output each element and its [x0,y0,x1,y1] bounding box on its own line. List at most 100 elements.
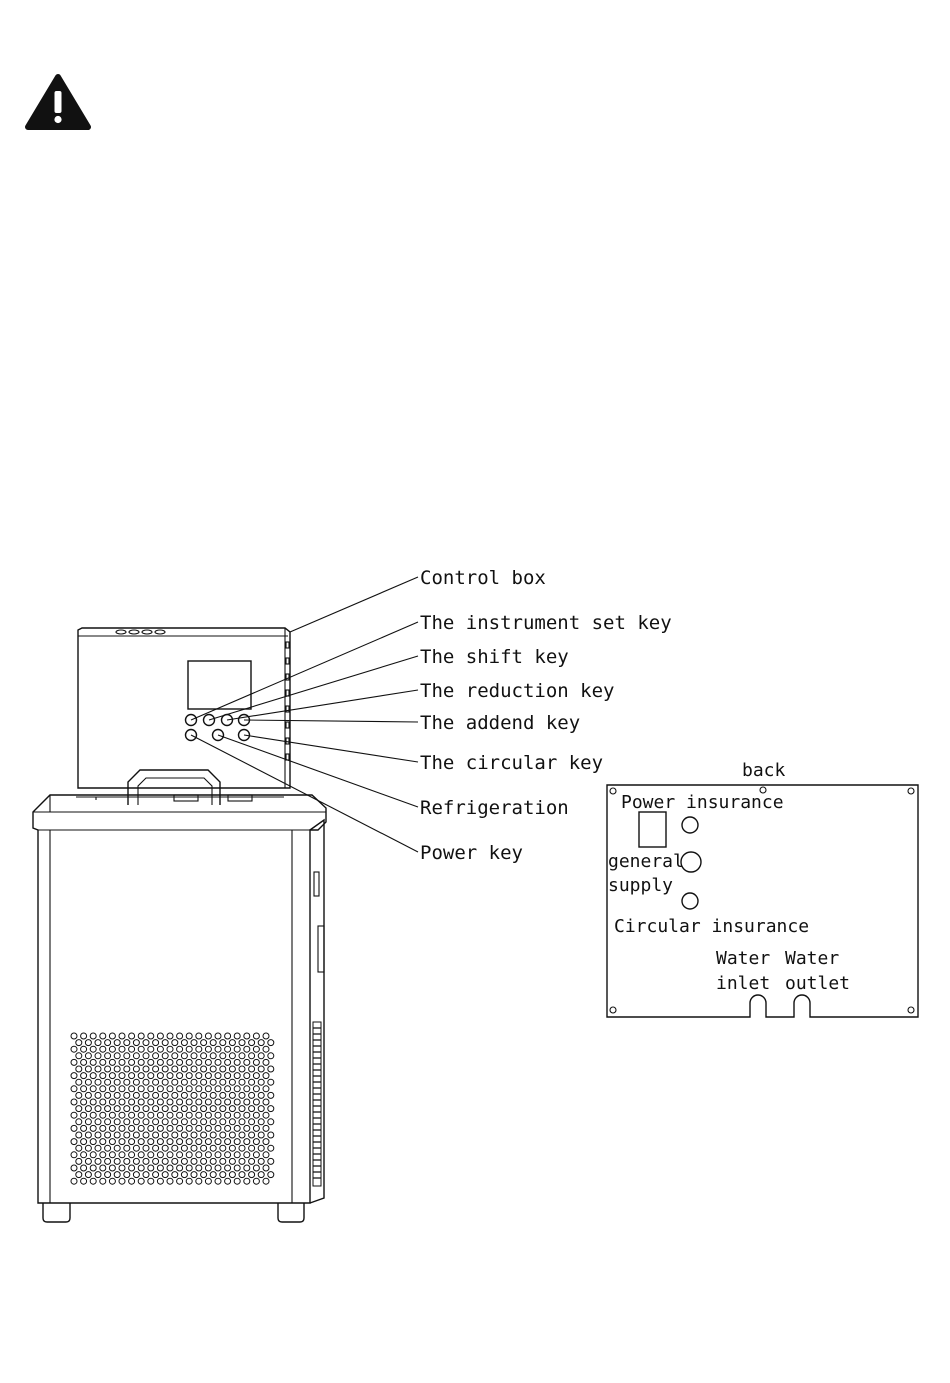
grille-hole [172,1066,178,1072]
grille-hole [172,1092,178,1098]
grille-hole [186,1178,192,1184]
left-foot [43,1203,70,1222]
grille-hole [205,1112,211,1118]
grille-hole [76,1158,82,1164]
grille-hole [148,1152,154,1158]
grille-hole [268,1040,274,1046]
grille-hole [129,1059,135,1065]
grille-hole [220,1092,226,1098]
grille-hole [196,1046,202,1052]
grille-hole [76,1119,82,1125]
grille-hole [239,1066,245,1072]
grille-hole [239,1172,245,1178]
grille-hole [244,1152,250,1158]
grille-hole [220,1145,226,1151]
grille-hole [239,1132,245,1138]
grille-hole [253,1059,259,1065]
grille-hole [167,1139,173,1145]
grille-hole [234,1059,240,1065]
front-vent-grille [71,1033,274,1184]
grille-hole [181,1158,187,1164]
grille-hole [109,1178,115,1184]
grille-hole [210,1145,216,1151]
grille-hole [258,1053,264,1059]
grille-hole [85,1106,91,1112]
grille-hole [114,1119,120,1125]
grille-hole [196,1059,202,1065]
grille-hole [95,1079,101,1085]
grille-hole [133,1066,139,1072]
grille-hole [157,1059,163,1065]
grille-hole [124,1092,130,1098]
grille-hole [162,1132,168,1138]
grille-hole [114,1053,120,1059]
label-reduction-key: The reduction key [420,680,614,702]
grille-hole [244,1099,250,1105]
grille-hole [119,1073,125,1079]
grille-hole [167,1086,173,1092]
grille-hole [114,1092,120,1098]
grille-hole [153,1092,159,1098]
grille-hole [71,1152,77,1158]
grille-hole [114,1106,120,1112]
grille-hole [162,1119,168,1125]
grille-hole [263,1099,269,1105]
grille-hole [244,1059,250,1065]
grille-hole [215,1033,221,1039]
grille-hole [205,1139,211,1145]
grille-hole [229,1145,235,1151]
grille-hole [129,1099,135,1105]
grille-hole [138,1046,144,1052]
cabinet-body [33,795,326,1222]
grille-hole [229,1040,235,1046]
grille-hole [249,1145,255,1151]
grille-hole [157,1033,163,1039]
grille-hole [191,1092,197,1098]
grille-hole [263,1073,269,1079]
grille-hole [119,1046,125,1052]
grille-hole [253,1165,259,1171]
grille-hole [263,1165,269,1171]
grille-hole [258,1145,264,1151]
grille-hole [138,1152,144,1158]
grille-hole [258,1092,264,1098]
grille-hole [191,1158,197,1164]
grille-hole [268,1066,274,1072]
grille-hole [71,1178,77,1184]
grille-hole [229,1119,235,1125]
grille-hole [133,1158,139,1164]
grille-hole [210,1092,216,1098]
grille-hole [143,1092,149,1098]
grille-hole [268,1092,274,1098]
grille-hole [148,1178,154,1184]
grille-hole [167,1152,173,1158]
grille-hole [172,1053,178,1059]
grille-hole [181,1053,187,1059]
grille-hole [105,1066,111,1072]
grille-hole [143,1053,149,1059]
grille-hole [148,1059,154,1065]
grille-hole [220,1106,226,1112]
grille-hole [268,1172,274,1178]
grille-hole [191,1040,197,1046]
grille-hole [234,1046,240,1052]
grille-hole [100,1178,106,1184]
grille-hole [105,1172,111,1178]
grille-hole [109,1086,115,1092]
grille-hole [268,1119,274,1125]
grille-hole [81,1165,87,1171]
grille-hole [148,1139,154,1145]
grille-hole [119,1139,125,1145]
grille-hole [244,1046,250,1052]
grille-hole [138,1112,144,1118]
grille-hole [119,1099,125,1105]
grille-hole [186,1059,192,1065]
grille-hole [124,1132,130,1138]
grille-hole [119,1165,125,1171]
grille-hole [90,1139,96,1145]
grille-hole [153,1066,159,1072]
label-water-outlet-1: Water [785,948,839,969]
grille-hole [148,1033,154,1039]
grille-hole [124,1079,130,1085]
